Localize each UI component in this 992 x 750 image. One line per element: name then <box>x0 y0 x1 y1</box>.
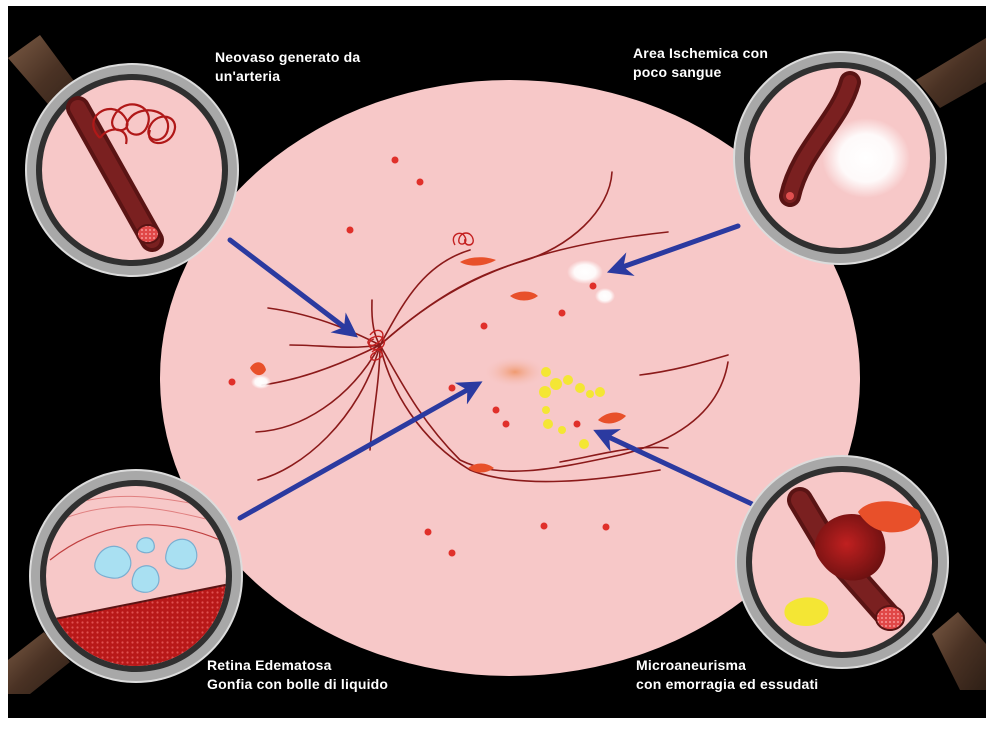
label-edema: Retina Edematosa Gonfia con bolle di liq… <box>207 656 388 694</box>
label-microaneurysm-line2: con emorragia ed essudati <box>636 675 818 694</box>
ischemic-area-small <box>595 288 615 304</box>
label-neovessel-line2: un'arteria <box>215 67 360 86</box>
macula <box>483 356 547 388</box>
ischemic-area-left <box>251 375 271 389</box>
label-neovessel-line1: Neovaso generato da <box>215 48 360 67</box>
label-edema-line1: Retina Edematosa <box>207 656 388 675</box>
label-edema-line2: Gonfia con bolle di liquido <box>207 675 388 694</box>
ischemic-area <box>567 260 603 284</box>
label-microaneurysm: Microaneurisma con emorragia ed essudati <box>636 656 818 694</box>
label-ischemic-line1: Area Ischemica con <box>633 44 768 63</box>
label-ischemic: Area Ischemica con poco sangue <box>633 44 768 82</box>
label-microaneurysm-line1: Microaneurisma <box>636 656 818 675</box>
label-ischemic-line2: poco sangue <box>633 63 768 82</box>
label-neovessel: Neovaso generato da un'arteria <box>215 48 360 86</box>
